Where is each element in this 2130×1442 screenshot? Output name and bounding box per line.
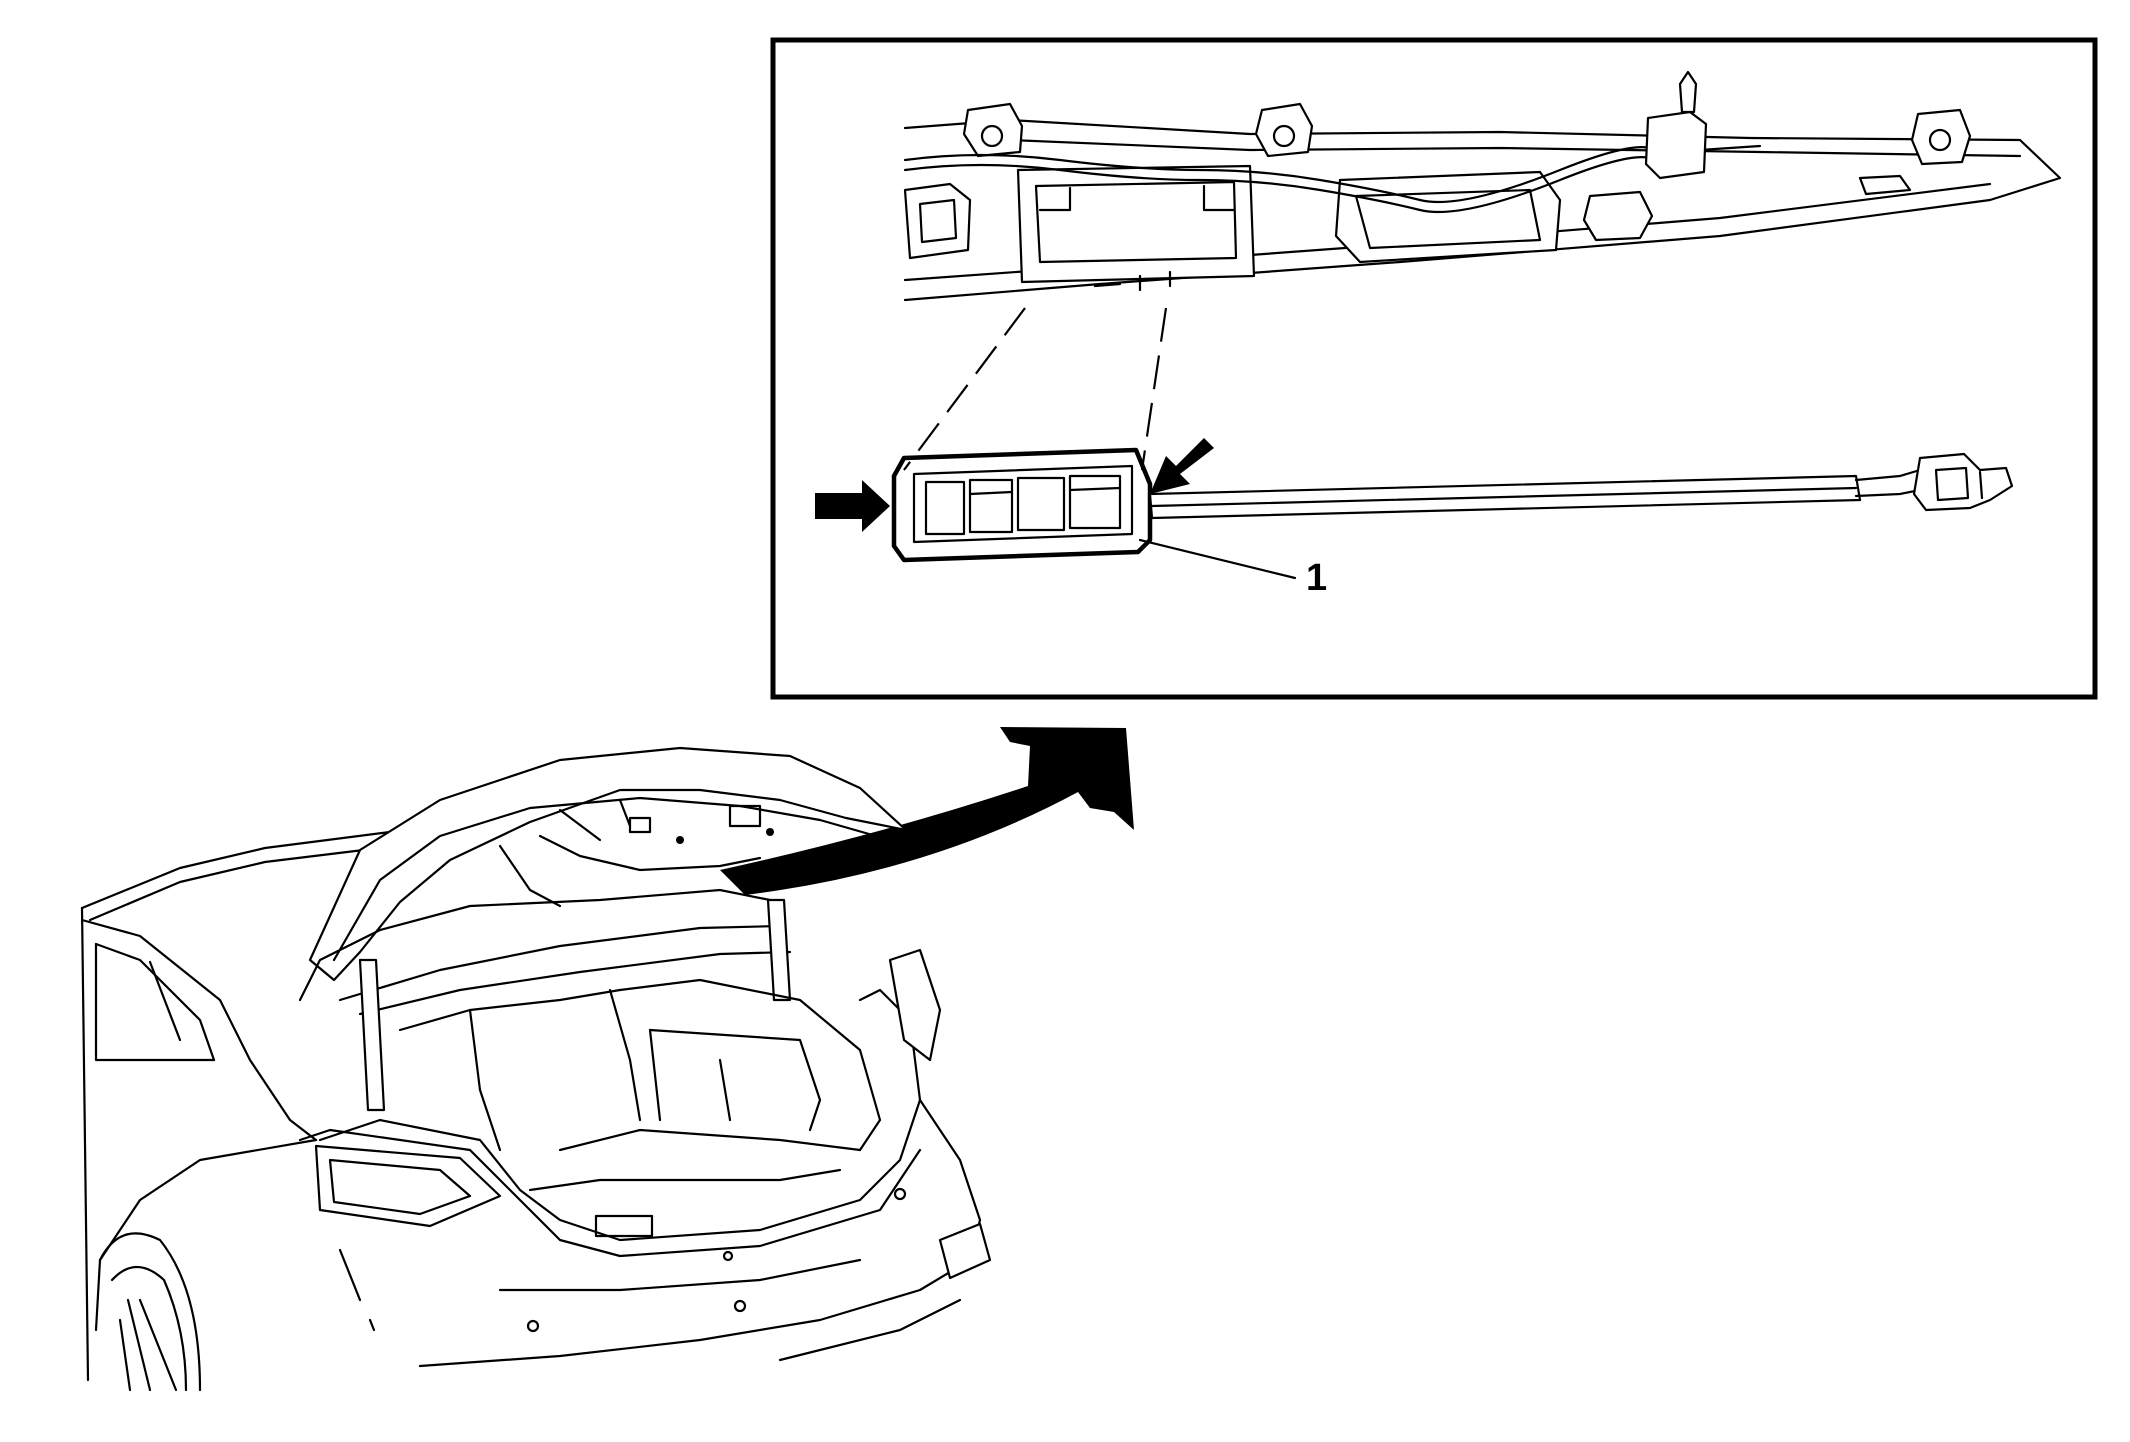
- release-arrow-left: [815, 480, 890, 532]
- release-arrow-right: [1150, 438, 1214, 494]
- detail-inset: 1: [770, 37, 2098, 700]
- alignment-line-left: [903, 307, 1026, 471]
- trunk-lid: [308, 746, 908, 982]
- harness-connector-2: [1582, 190, 1654, 242]
- tail-lamp-right: [888, 948, 942, 1062]
- callout-1-leader: [1138, 538, 1297, 580]
- alignment-line-right: [1140, 307, 1168, 471]
- clip-2: [1254, 102, 1314, 158]
- vehicle-rear-view: [80, 746, 992, 1392]
- clip-3: [1910, 108, 1972, 166]
- lid-panel: [903, 70, 2062, 302]
- rear-wheel: [98, 1232, 202, 1392]
- clip-1: [962, 102, 1024, 158]
- lift-strut-right: [766, 898, 792, 1002]
- rear-view-camera: [891, 447, 2014, 563]
- harness-connector-1: [1644, 110, 1708, 180]
- tail-lamp-left: [314, 1144, 502, 1228]
- lift-strut-left: [358, 958, 386, 1112]
- exhaust-tip: [938, 1222, 992, 1280]
- camera-outline: [891, 447, 1153, 563]
- camera-opening: [1016, 164, 1256, 284]
- callout-1-label: 1: [1306, 557, 1327, 599]
- pointer-arrow: [720, 727, 1134, 895]
